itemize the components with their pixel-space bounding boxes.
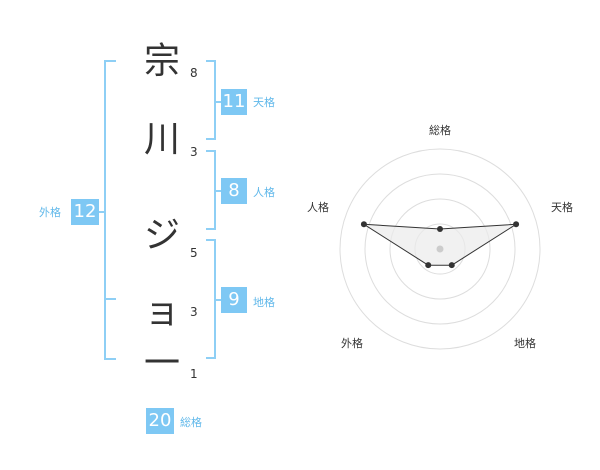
radar-point [425,262,432,269]
soukaku-value: 20 [146,408,174,434]
soukaku-label: 総格 [180,416,202,429]
radar-points [360,221,520,269]
radar-axis-label-soukaku: 総格 [429,124,451,137]
gaikaku-bracket-tick [104,298,116,300]
stroke-count-2: 3 [190,145,198,159]
name-char-1: 宗 [143,41,180,82]
radar-point [437,226,443,232]
radar-axis-label-chikaku: 地格 [514,337,536,350]
radar-polygon [363,223,517,266]
jinkaku-value: 8 [221,178,247,204]
jinkaku-connector [216,190,221,192]
radar-point [448,262,455,269]
stroke-count-1: 8 [190,66,198,80]
stroke-count-4: 3 [190,305,198,319]
tenkaku-label: 天格 [253,96,275,109]
gaikaku-value: 12 [71,199,99,225]
gaikaku-connector [99,211,105,213]
chikaku-value: 9 [221,287,247,313]
radar-axis-label-jinkaku: 人格 [307,201,329,214]
chikaku-bracket [206,239,216,359]
tenkaku-bracket [206,60,216,140]
jinkaku-bracket [206,150,216,230]
tenkaku-value: 11 [221,89,247,115]
gaikaku-label: 外格 [39,206,61,219]
tenkaku-connector [216,101,221,103]
radar-center-dot [436,245,444,253]
radar-point [513,221,520,228]
radar-ring [389,198,491,300]
stroke-count-3: 5 [190,246,198,260]
radar-ring [364,173,516,325]
chikaku-label: 地格 [253,296,275,309]
name-char-4: ョ [143,291,180,332]
radar-point [360,221,367,228]
name-char-2: 川 [143,119,180,160]
name-char-5: 一 [143,343,180,384]
radar-axis-label-tenkaku: 天格 [551,201,573,214]
jinkaku-label: 人格 [253,186,275,199]
stroke-count-5: 1 [190,367,198,381]
radar-ring [339,148,541,350]
radar-axis-label-gaikaku: 外格 [341,337,363,350]
gaikaku-bracket [104,60,116,360]
chikaku-connector [216,299,221,301]
name-char-3: ジ [143,215,180,256]
radar-rings [339,148,541,350]
